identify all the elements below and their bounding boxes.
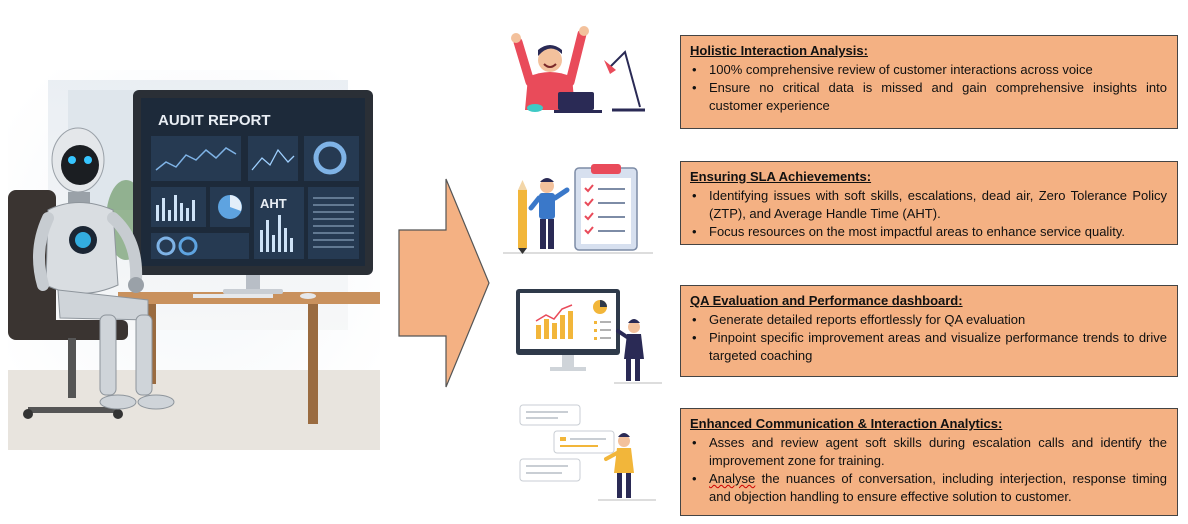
conversation-illustration [518, 403, 658, 503]
bullet-item: Ensure no critical data is missed and ga… [690, 79, 1167, 115]
flow-arrow [398, 178, 490, 388]
spellcheck-word: Analyse [709, 471, 756, 486]
communication-analytics-box: Enhanced Communication & Interaction Ana… [680, 408, 1178, 516]
bullet-item: Generate detailed reports effortlessly f… [690, 311, 1167, 329]
bullet-item: Identifying issues with soft skills, esc… [690, 187, 1167, 223]
screen-badge: AHT [260, 196, 287, 211]
bullet-item: Asses and review agent soft skills durin… [690, 434, 1167, 470]
sla-achievements-box: Ensuring SLA Achievements: Identifying i… [680, 161, 1178, 245]
bullet-item: Pinpoint specific improvement areas and … [690, 329, 1167, 365]
box-title: Enhanced Communication & Interaction Ana… [690, 416, 1003, 431]
box-title: Holistic Interaction Analysis: [690, 43, 868, 58]
box-title: Ensuring SLA Achievements: [690, 169, 872, 184]
bullet-item: Focus resources on the most impactful ar… [690, 223, 1167, 241]
bullet-item: 100% comprehensive review of customer in… [690, 61, 1167, 79]
bullet-item: Analyse the nuances of conversation, inc… [690, 470, 1167, 506]
holistic-analysis-box: Holistic Interaction Analysis: 100% comp… [680, 35, 1178, 129]
dashboard-presentation-illustration [514, 287, 664, 387]
box-title: QA Evaluation and Performance dashboard: [690, 293, 963, 308]
screen-title: AUDIT REPORT [158, 112, 271, 129]
celebrating-person-illustration [500, 22, 650, 117]
bullet-text: the nuances of conversation, including i… [709, 471, 1167, 504]
qa-dashboard-box: QA Evaluation and Performance dashboard:… [680, 285, 1178, 377]
robot-audit-illustration: AUDIT REPORT AHT [8, 70, 380, 450]
checklist-illustration [503, 160, 653, 255]
